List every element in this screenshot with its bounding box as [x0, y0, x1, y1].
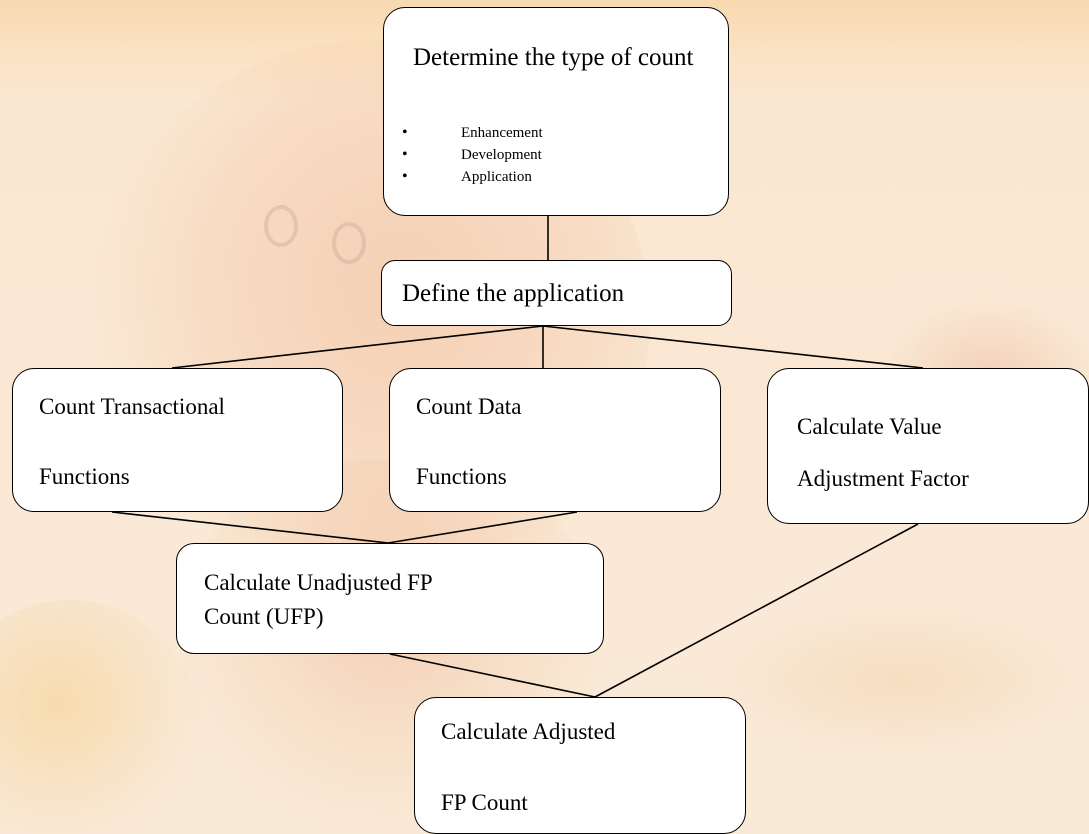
connector-data-to-ufp [387, 511, 578, 544]
connector-define-to-transactional [171, 325, 544, 369]
calculate-adjusted-label-line2: FP Count [441, 790, 528, 815]
determine-count-type-heading: Determine the type of count [413, 44, 694, 71]
calculate-adjusted-label-line1: Calculate Adjusted [441, 719, 616, 744]
connector-transactional-to-ufp [111, 511, 389, 544]
define-application-box: Define the application [381, 260, 732, 326]
calculate-vaf-label-line1: Calculate Value [797, 414, 942, 439]
define-application-label: Define the application [402, 280, 625, 307]
count-type-list: Enhancement Development Application [392, 122, 543, 188]
calculate-vaf-label-line2: Adjustment Factor [797, 466, 969, 491]
calculate-value-adjustment-factor-box: Calculate Value Adjustment Factor [767, 368, 1089, 524]
calculate-unadjusted-fp-box: Calculate Unadjusted FP Count (UFP) [176, 543, 604, 654]
count-type-item: Enhancement [392, 122, 543, 144]
count-type-item: Application [392, 166, 543, 188]
connector-vaf-to-adjusted [594, 523, 919, 698]
count-data-functions-box: Count Data Functions [389, 368, 721, 512]
determine-count-type-box: Determine the type of count Enhancement … [383, 7, 729, 216]
count-transactional-functions-box: Count Transactional Functions [12, 368, 343, 512]
count-data-label-line1: Count Data [416, 394, 522, 419]
count-data-label-line2: Functions [416, 464, 507, 489]
count-type-item: Development [392, 144, 543, 166]
calculate-ufp-label-line2: Count (UFP) [204, 604, 324, 629]
calculate-ufp-label-line1: Calculate Unadjusted FP [204, 570, 433, 595]
calculate-adjusted-fp-box: Calculate Adjusted FP Count [414, 697, 746, 834]
count-transactional-label-line2: Functions [39, 464, 130, 489]
connector-define-to-vaf [542, 325, 924, 369]
connector-ufp-to-adjusted [389, 653, 596, 698]
count-transactional-label-line1: Count Transactional [39, 394, 225, 419]
